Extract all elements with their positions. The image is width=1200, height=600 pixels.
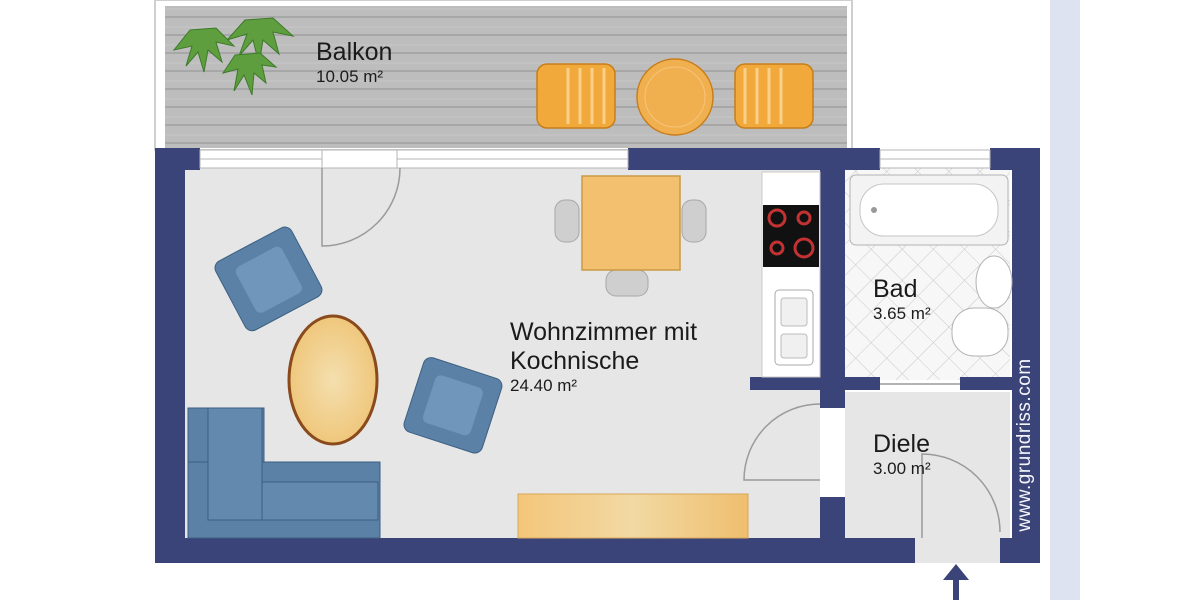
bad-name: Bad	[873, 275, 918, 303]
coffee-table	[287, 314, 379, 446]
balkon-name: Balkon	[316, 38, 393, 66]
diele-label: Diele 3.00 m²	[873, 430, 931, 478]
diele-floor	[845, 392, 1010, 540]
wohnzimmer-name-line2: Kochnische	[510, 346, 640, 375]
wohnzimmer-label: Wohnzimmer mit Kochnische 24.40 m²	[510, 318, 697, 395]
balcony-furniture	[536, 58, 814, 136]
bathtub	[849, 174, 1009, 246]
side-strip	[1050, 0, 1080, 600]
balkon-label: Balkon 10.05 m²	[316, 38, 392, 86]
bathroom-fixtures	[951, 255, 1013, 357]
diele-name: Diele	[873, 430, 930, 458]
entry-threshold	[915, 540, 1000, 563]
dining-set	[554, 175, 707, 297]
wohnzimmer-name-line1: Wohnzimmer mit	[510, 318, 698, 346]
walls	[155, 148, 1040, 563]
sideboard	[517, 493, 749, 539]
armchair-left	[214, 226, 323, 332]
plant-icon	[172, 17, 295, 96]
door-swings	[321, 167, 1001, 538]
bad-label: Bad 3.65 m²	[873, 275, 931, 323]
armchair-right	[403, 357, 503, 454]
kitchen-counter	[761, 171, 821, 378]
entry-arrow	[943, 564, 969, 600]
sofa	[187, 407, 381, 539]
wohnzimmer-area: 24.40 m²	[510, 375, 578, 395]
watermark-text: www.grundriss.com	[1014, 358, 1035, 532]
balkon-area: 10.05 m²	[316, 66, 384, 86]
bad-area: 3.65 m²	[873, 303, 931, 323]
diele-area: 3.00 m²	[873, 458, 931, 478]
balcony-door-opening	[321, 149, 398, 169]
